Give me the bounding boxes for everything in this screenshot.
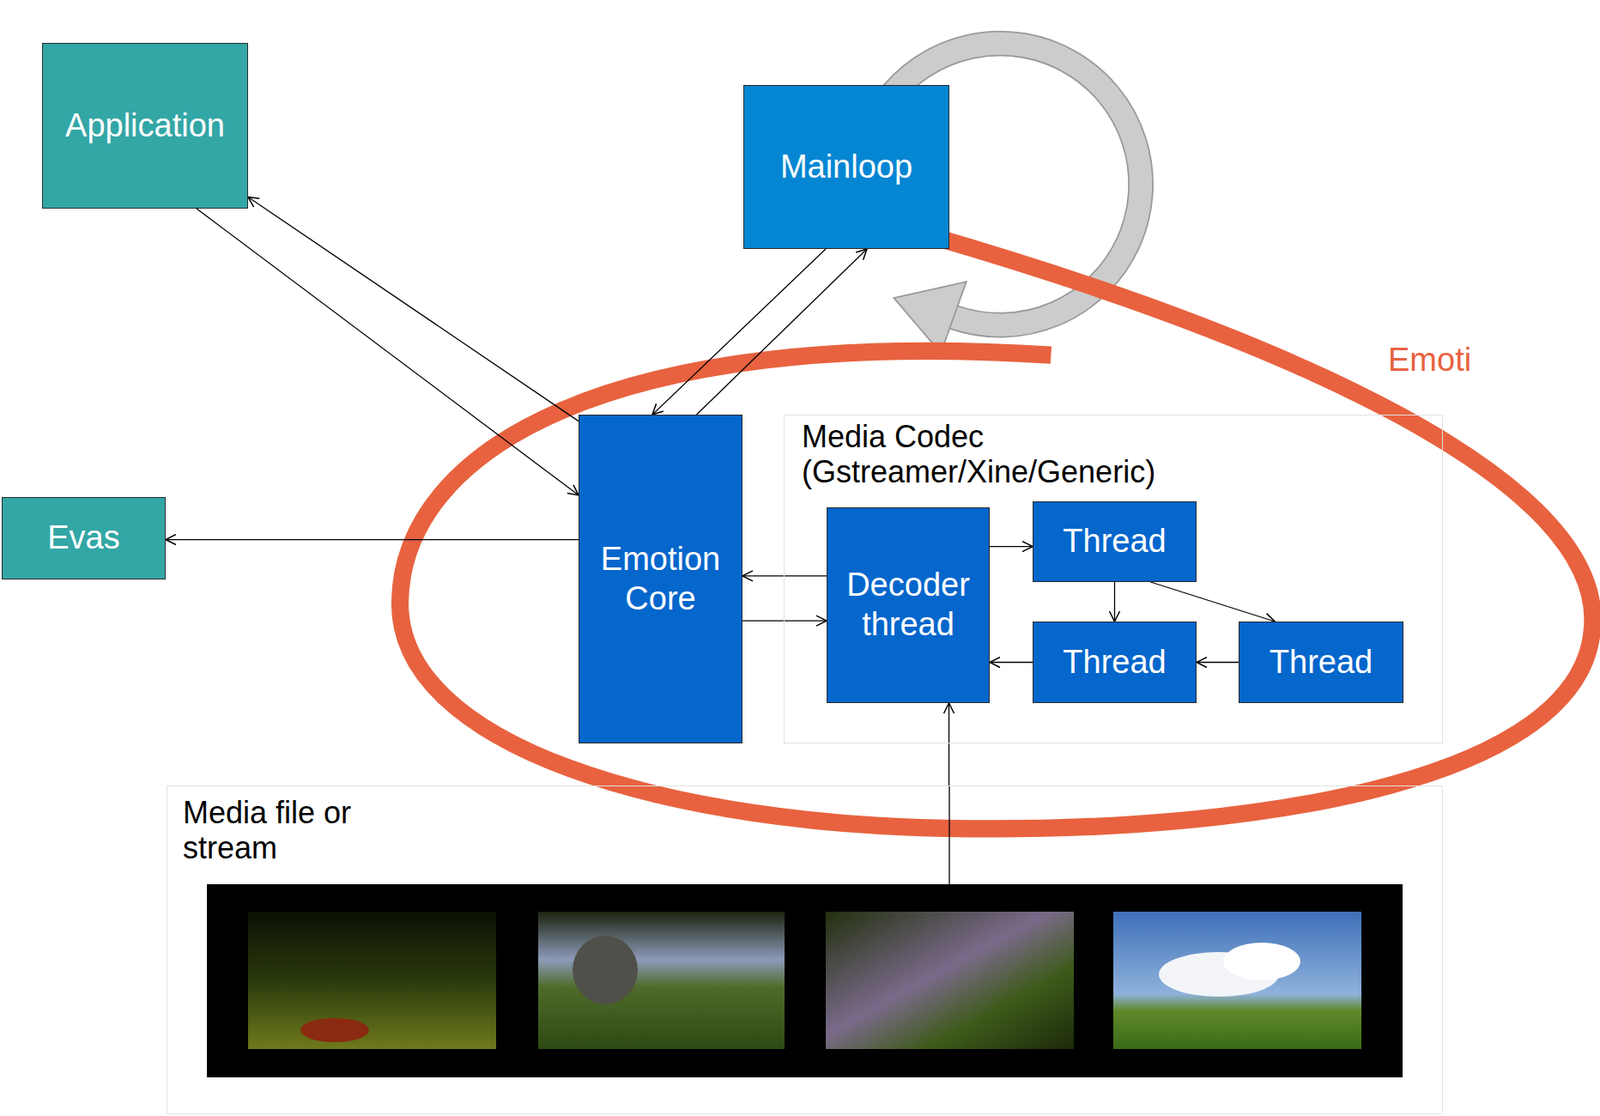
box-label: Thread bbox=[1062, 521, 1166, 562]
mainloop-box: Mainloop bbox=[743, 84, 950, 249]
scope-label: Emoti bbox=[1385, 341, 1474, 380]
video-frame bbox=[538, 911, 785, 1049]
flow-arrow bbox=[742, 575, 827, 576]
video-frame bbox=[825, 911, 1074, 1049]
thread-box: Thread bbox=[1032, 621, 1197, 704]
flow-arrow bbox=[165, 539, 579, 540]
frame-detail bbox=[300, 1018, 370, 1043]
flow-arrow bbox=[989, 661, 1033, 663]
thread-box: Thread bbox=[1238, 621, 1404, 704]
thread-box: Decoder thread bbox=[826, 507, 990, 704]
flow-arrow bbox=[1196, 661, 1239, 663]
box-label: Emotion Core bbox=[586, 539, 735, 619]
video-frame bbox=[248, 911, 497, 1049]
codec-group: Media Codec (Gstreamer/Xine/Generic) Deco… bbox=[783, 414, 1443, 744]
flow-arrow bbox=[989, 545, 1033, 547]
stream-line bbox=[948, 785, 950, 885]
flow-arrow bbox=[1114, 581, 1116, 622]
flow-arrow bbox=[696, 248, 867, 415]
flow-arrow bbox=[1151, 581, 1276, 622]
flow-arrow bbox=[948, 703, 950, 786]
box-label: Decoder thread bbox=[834, 565, 982, 644]
scope-outline bbox=[400, 236, 1594, 830]
box-label: Thread bbox=[1269, 642, 1373, 683]
box-label: Mainloop bbox=[780, 147, 913, 188]
frame-cloud bbox=[1223, 942, 1301, 981]
group-heading: Media Codec (Gstreamer/Xine/Generic) bbox=[801, 418, 1283, 491]
library-box: Evas bbox=[1, 496, 166, 580]
flow-arrow bbox=[248, 196, 579, 421]
frame-detail bbox=[572, 935, 638, 1005]
media-group: Media file or stream bbox=[166, 785, 1443, 1115]
box-label: Application bbox=[65, 106, 225, 146]
video-frame bbox=[1113, 911, 1362, 1049]
application-box: Application bbox=[42, 42, 249, 209]
box-label: Thread bbox=[1062, 642, 1166, 683]
flow-arrow bbox=[742, 619, 827, 621]
thread-box: Thread bbox=[1032, 501, 1197, 582]
flow-arrow bbox=[652, 248, 826, 415]
box-label: Evas bbox=[47, 518, 120, 558]
film-strip bbox=[206, 884, 1403, 1078]
flow-arrow bbox=[196, 208, 579, 496]
core-box: Emotion Core bbox=[578, 414, 743, 744]
loop-and-scope bbox=[400, 43, 1594, 830]
group-heading: Media file or stream bbox=[182, 794, 432, 867]
